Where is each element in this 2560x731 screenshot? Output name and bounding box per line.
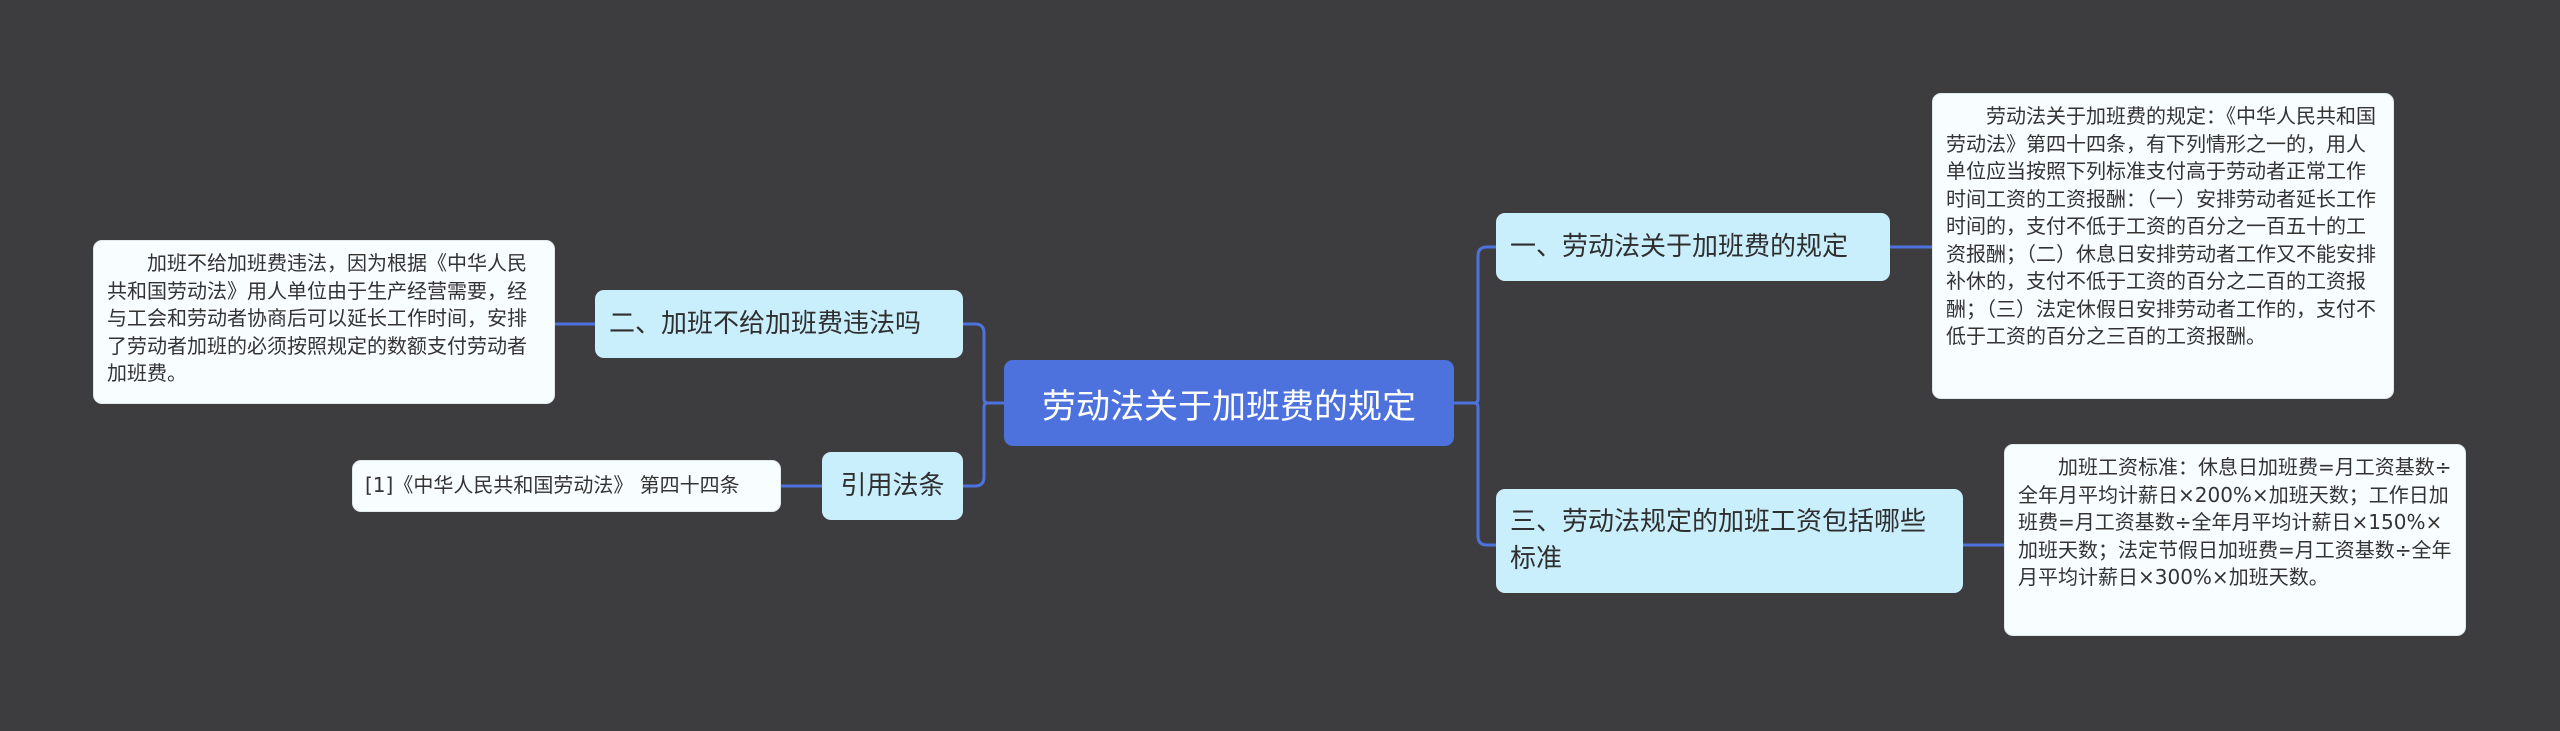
branch-label: 一、劳动法关于加班费的规定 [1510,231,1849,262]
detail-text: [1]《中华人民共和国劳动法》 第四十四条 [365,473,740,498]
branch-label: 引用法条 [840,470,945,501]
branch-overtime-standards[interactable]: 三、劳动法规定的加班工资包括哪些标准 [1496,489,1963,593]
root-label: 劳动法关于加班费的规定 [1042,386,1416,427]
branch-label: 三、劳动法规定的加班工资包括哪些标准 [1510,507,1927,574]
branch-label: 二、加班不给加班费违法吗 [609,308,922,339]
detail-overtime-standards[interactable]: 加班工资标准：休息日加班费=月工资基数÷全年月平均计薪日×200%×加班天数；工… [2004,444,2466,636]
detail-text: 劳动法关于加班费的规定：《中华人民共和国劳动法》第四十四条，有下列情形之一的，用… [1946,104,2376,348]
detail-text: 加班不给加班费违法，因为根据《中华人民共和国劳动法》用人单位由于生产经营需要，经… [107,251,527,385]
link-root-b4 [963,401,1004,488]
detail-cited-law[interactable]: [1]《中华人民共和国劳动法》 第四十四条 [352,460,781,512]
branch-cited-law[interactable]: 引用法条 [822,452,963,520]
root-node[interactable]: 劳动法关于加班费的规定 [1004,360,1454,446]
detail-overtime-rules[interactable]: 劳动法关于加班费的规定：《中华人民共和国劳动法》第四十四条，有下列情形之一的，用… [1932,93,2394,399]
detail-text: 加班工资标准：休息日加班费=月工资基数÷全年月平均计薪日×200%×加班天数；工… [2018,455,2452,589]
link-root-b2 [963,322,1004,405]
detail-unpaid-overtime[interactable]: 加班不给加班费违法，因为根据《中华人民共和国劳动法》用人单位由于生产经营需要，经… [93,240,555,404]
branch-unpaid-overtime[interactable]: 二、加班不给加班费违法吗 [595,290,963,358]
link-root-b3 [1454,401,1496,547]
branch-overtime-rules[interactable]: 一、劳动法关于加班费的规定 [1496,213,1890,281]
link-root-b1 [1454,245,1496,405]
